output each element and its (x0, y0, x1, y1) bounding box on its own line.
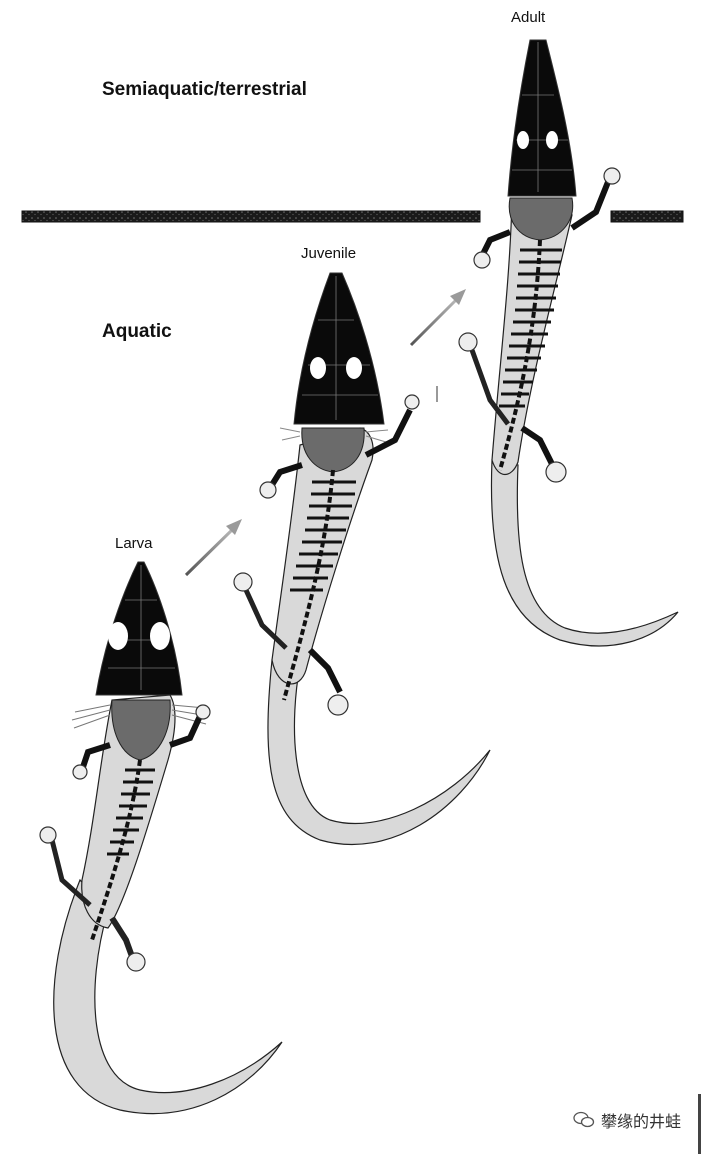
juvenile-skull (293, 272, 385, 425)
adult-tail (490, 459, 679, 647)
watermark: 攀缘的井蛙 (573, 1108, 681, 1132)
juvenile-hind-left-limb (243, 588, 288, 650)
juvenile-right-orbit (346, 357, 362, 379)
larva-feet (39, 704, 211, 972)
adult-hind-left-limb (469, 349, 510, 426)
juvenile-figure (233, 272, 491, 845)
wechat-icon (573, 1111, 595, 1128)
juvenile-body (271, 427, 374, 685)
larva-gill-region (111, 699, 171, 761)
larva-label: Larva (115, 535, 153, 552)
juvenile-spine (282, 469, 335, 701)
arrow-juvenile-to-adult (409, 289, 466, 347)
side-bar (698, 1094, 701, 1154)
adult-feet (458, 167, 621, 483)
juvenile-feet (233, 394, 420, 716)
larva-hind-left-limb (49, 839, 92, 907)
larva-figure (39, 561, 283, 1115)
adult-front-right-limb (570, 180, 611, 231)
aquatic-label: Aquatic (102, 321, 172, 342)
adult-front-left-limb (479, 229, 512, 258)
adult-figure (458, 39, 679, 647)
larva-skull (95, 561, 183, 696)
juvenile-skull-sutures (302, 276, 378, 420)
larva-front-right-limb (169, 714, 203, 748)
water-surface-line (21, 210, 684, 223)
semiaquatic-label: Semiaquatic/terrestrial (102, 79, 307, 100)
larva-tail (53, 878, 283, 1115)
larva-left-orbit (108, 622, 128, 650)
arrow-larva-to-juvenile (184, 519, 242, 577)
juvenile-ribs (290, 480, 356, 592)
larva-right-orbit (150, 622, 170, 650)
juvenile-hind-right-limb (307, 647, 343, 694)
adult-skull (507, 39, 577, 197)
juvenile-tail (267, 659, 491, 845)
larva-skull-sutures (108, 565, 175, 690)
adult-left-orbit (517, 131, 529, 149)
juvenile-label: Juvenile (301, 245, 357, 262)
larva-ribs (107, 768, 155, 856)
adult-label: Adult (511, 9, 546, 26)
adult-skull-sutures (512, 42, 572, 192)
juvenile-left-orbit (310, 357, 326, 379)
juvenile-front-right-limb (364, 408, 413, 458)
adult-gill-region (508, 197, 574, 241)
juvenile-front-left-limb (267, 462, 303, 490)
larva-front-left-limb (79, 742, 111, 771)
adult-hind-right-limb (520, 425, 557, 470)
juvenile-gills (279, 427, 389, 443)
watermark-text: 攀缘的井蛙 (600, 1114, 681, 1131)
adult-ribs (499, 248, 562, 408)
adult-right-orbit (546, 131, 558, 149)
